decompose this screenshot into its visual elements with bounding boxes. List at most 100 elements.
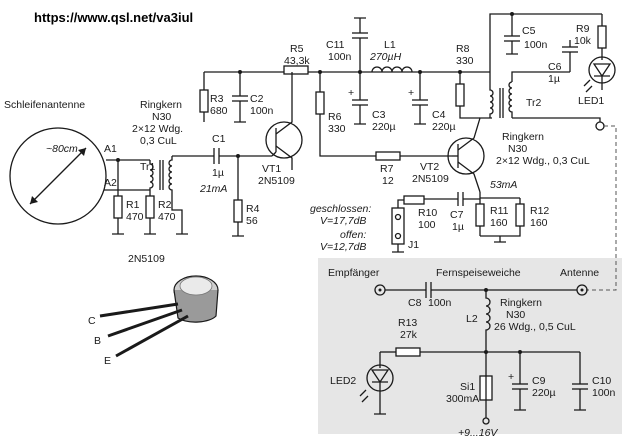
l2-winding1: 26 Wdg., 0,5 CuL	[494, 321, 576, 333]
c7-value: 1µ	[452, 221, 464, 233]
tr1-core_title: Ringkern	[140, 99, 182, 111]
l2-core: N30	[506, 309, 525, 321]
c6-value: 1µ	[548, 73, 560, 85]
feed-panel	[318, 258, 622, 434]
package-pin_b: B	[94, 335, 101, 347]
c1-name: C1	[212, 133, 226, 145]
l1-name: L1	[384, 39, 396, 51]
j1-closed: geschlossen:	[310, 203, 371, 215]
svg-text:+: +	[408, 87, 414, 99]
c10-value: 100n	[592, 387, 616, 399]
r11	[475, 203, 485, 227]
j1-closed_gain: V=17,7dB	[320, 215, 366, 227]
l2-core_title: Ringkern	[500, 297, 542, 309]
package-type: 2N5109	[128, 253, 165, 265]
r9-value: 10k	[574, 35, 592, 47]
antenna-a2: A2	[104, 177, 117, 189]
r5	[283, 65, 309, 75]
c11-name: C11	[326, 39, 345, 51]
feed-fuse_name: Si1	[460, 381, 475, 393]
tr2-core: N30	[508, 143, 527, 155]
r13-value: 27k	[400, 329, 418, 341]
l1-value: 270µH	[369, 51, 402, 63]
c2-value: 100n	[250, 105, 274, 117]
r12	[515, 203, 525, 227]
c2-name: C2	[250, 93, 264, 105]
source-url: https://www.qsl.net/va3iul	[34, 10, 193, 25]
r3-name: R3	[210, 93, 224, 105]
antenna-title: Schleifenantenne	[4, 99, 85, 111]
feed-title: Fernspeiseweiche	[436, 267, 521, 279]
svg-text:+: +	[348, 87, 354, 99]
tr1-winding2: 0,3 CuL	[140, 135, 177, 147]
transistor-package: 2N5109 C B E	[88, 253, 219, 367]
antenna-size: ~80cm	[46, 143, 78, 155]
antenna-a1: A1	[104, 143, 117, 155]
c1-value: 1µ	[212, 167, 224, 179]
r1-value: 470	[126, 211, 144, 223]
c8-name: C8	[408, 297, 422, 309]
r8-value: 330	[456, 55, 474, 67]
c4-value: 220µ	[432, 121, 456, 133]
tr1-transformer: Tr1 Ringkern N30 2×12 Wdg. 0,3 CuL	[132, 99, 183, 196]
r11-value: 160	[490, 217, 508, 229]
tr1-core: N30	[152, 111, 171, 123]
r10-name: R10	[418, 207, 437, 219]
r12-name: R12	[530, 205, 549, 217]
package-pin_e: E	[104, 355, 111, 367]
r4-value: 56	[246, 215, 258, 227]
j1-open_gain: V=12,7dB	[320, 241, 366, 253]
r3-value: 680	[210, 105, 228, 117]
vt1-name: VT1	[262, 163, 281, 175]
c6-name: C6	[548, 61, 562, 73]
r5-value: 43,3k	[284, 55, 310, 67]
c9-name: C9	[532, 375, 546, 387]
j1-open: offen:	[340, 229, 366, 241]
svg-text:+: +	[508, 371, 514, 383]
r6	[315, 91, 325, 115]
r1	[113, 195, 123, 219]
c11-value: 100n	[328, 51, 352, 63]
r6-name: R6	[328, 111, 342, 123]
r13-name: R13	[398, 317, 417, 329]
r6-value: 330	[328, 123, 346, 135]
c9-value: 220µ	[532, 387, 556, 399]
r12-value: 160	[530, 217, 548, 229]
c3-name: C3	[372, 109, 386, 121]
r9	[597, 25, 607, 49]
c5-name: C5	[522, 25, 536, 37]
c7-name: C7	[450, 209, 464, 221]
feed-supply: +9...16V	[458, 427, 498, 438]
feed-fuse_value: 300mA	[446, 393, 479, 405]
r8-name: R8	[456, 43, 470, 55]
vt2-type: 2N5109	[412, 173, 449, 185]
r10	[403, 195, 425, 205]
c8-value: 100n	[428, 297, 452, 309]
tr2-winding1: 2×12 Wdg., 0,3 CuL	[496, 155, 590, 167]
package-pin_c: C	[88, 315, 96, 327]
c3-value: 220µ	[372, 121, 396, 133]
r3	[199, 89, 209, 113]
led2-name: LED2	[330, 375, 356, 387]
r7-value: 12	[382, 175, 394, 187]
tr1-winding1: 2×12 Wdg.	[132, 123, 183, 135]
led1-name: LED1	[578, 95, 604, 107]
l2-name: L2	[466, 313, 478, 325]
r4-name: R4	[246, 203, 260, 215]
feed-receiver: Empfänger	[328, 267, 380, 279]
loop-antenna: Schleifenantenne ~80cm A1 A2	[4, 99, 117, 225]
r7-name: R7	[380, 163, 394, 175]
vt2-transistor: VT2 2N5109 53mA	[412, 117, 517, 193]
tr1-label: Tr1	[140, 161, 156, 173]
vt1-type: 2N5109	[258, 175, 295, 187]
r11-name: R11	[490, 205, 509, 217]
vt1-transistor: VT1 2N5109	[258, 100, 303, 187]
r9-name: R9	[576, 23, 590, 35]
c5-value: 100n	[524, 39, 548, 51]
r2-name: R2	[158, 199, 172, 211]
r2-value: 470	[158, 211, 176, 223]
r5-name: R5	[290, 43, 304, 55]
r2	[145, 195, 155, 219]
r7	[375, 151, 401, 161]
